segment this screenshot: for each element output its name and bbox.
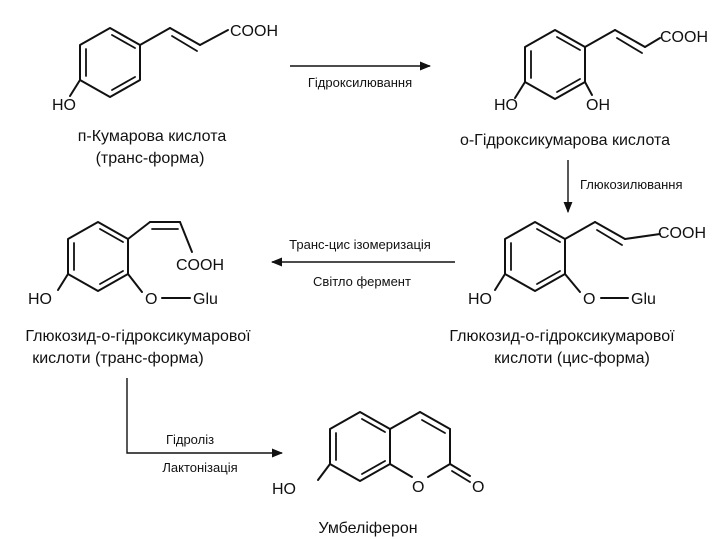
cooh-label: COOH [658,225,706,242]
arrow-hydrolysis [126,378,284,458]
molecule-umbelliferone: O O HO [272,411,484,498]
caption-glucoside-right-2: кислоти (цис-форма) [494,350,650,367]
ho-label: HO [28,291,52,308]
label-isomerization: Транс-цис ізомеризація [289,237,431,252]
label-hydroxylation: Гідроксилювання [308,75,412,90]
molecule-o-hydroxycoumaric-acid: COOH HO OH [494,29,708,114]
label-glycosylation: Глюкозилювання [580,177,683,192]
benzene-ring [329,411,391,482]
glu-label: Glu [631,291,656,308]
o-ring-label: O [412,479,424,496]
label-lactonization: Лактонізація [162,460,237,475]
molecule-glucoside-left: COOH HO O Glu [28,221,224,308]
caption-o-hydroxycoumaric: о-Гідроксикумарова кислота [460,132,670,149]
benzene-ring [504,221,566,292]
o-label: O [583,291,595,308]
ho-label: HO [52,97,76,114]
ho-label: HO [272,481,296,498]
benzene-ring [79,27,141,98]
cooh-label: COOH [660,29,708,46]
caption-p-coumaric-form: (транс-форма) [96,150,205,167]
cooh-label: COOH [176,257,224,274]
caption-glucoside-left-2: кислоти (транс-форма) [32,350,204,367]
label-light-enzyme: Світло фермент [313,274,411,289]
label-hydrolysis: Гідроліз [166,432,214,447]
ho-label: HO [468,291,492,308]
caption-p-coumaric: п-Кумарова кислота [78,128,227,145]
caption-glucoside-left-1: Глюкозид-о-гідроксикумарової [25,328,251,345]
cooh-label: COOH [230,23,278,40]
benzene-ring [67,221,129,292]
benzene-ring [524,29,586,100]
oh-label: OH [586,97,610,114]
molecule-p-coumaric-acid: COOH HO [52,23,278,114]
o-carbonyl-label: O [472,479,484,496]
glu-label: Glu [193,291,218,308]
ho-label: HO [494,97,518,114]
caption-umbelliferone: Умбеліферон [318,520,417,537]
o-label: O [145,291,157,308]
caption-glucoside-right-1: Глюкозид-о-гідроксикумарової [449,328,675,345]
molecule-glucoside-right: COOH HO O Glu [468,221,706,308]
